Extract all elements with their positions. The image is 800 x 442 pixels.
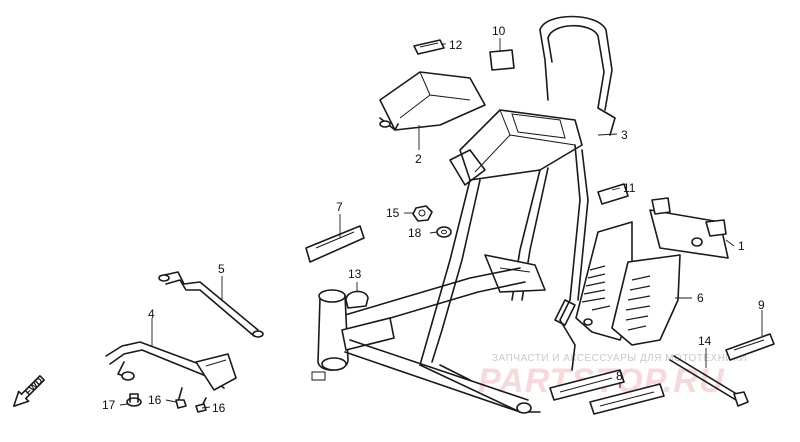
label-part-17: 17 [102, 398, 116, 412]
part-4-footrest [105, 341, 237, 391]
label-part-11: 11 [623, 181, 636, 195]
label-part-16b: 16 [212, 401, 226, 415]
label-part-12: 12 [449, 38, 463, 52]
label-part-15: 15 [386, 206, 400, 220]
part-11-sticker [597, 183, 629, 205]
label-part-18: 18 [408, 226, 422, 240]
part-15-nut [412, 205, 433, 222]
main-frame [311, 15, 616, 414]
label-part-1: 1 [738, 239, 745, 253]
label-part-3: 3 [621, 128, 628, 142]
part-18-washer [436, 226, 452, 238]
watermark-caption: ЗАПЧАСТИ И АКСЕССУАРЫ ДЛЯ МОТОТЕХНИКИ [492, 353, 747, 364]
label-part-2: 2 [415, 152, 422, 166]
label-part-10: 10 [492, 24, 506, 38]
part-5-rod [158, 271, 264, 338]
part-1-plate [649, 197, 729, 259]
label-part-5: 5 [218, 262, 225, 276]
label-part-6: 6 [697, 291, 704, 305]
part-13-clip [345, 290, 369, 309]
part-8-strip [549, 369, 665, 415]
part-12-sticker [413, 39, 445, 55]
label-part-9: 9 [758, 298, 765, 312]
part-9-strip [725, 333, 775, 361]
label-part-8: 8 [616, 369, 623, 383]
fwd-indicator: FWD [12, 375, 45, 408]
part-6-louvres [581, 265, 651, 331]
part-6-side-cover [575, 221, 681, 346]
part-16a-bolt [175, 387, 187, 409]
label-part-4: 4 [148, 307, 155, 321]
part-labels: 1 2 3 4 5 6 7 8 9 10 11 12 13 14 15 16 1… [102, 24, 765, 415]
part-16b-bolt [195, 397, 207, 413]
label-part-16a: 16 [148, 393, 162, 407]
part-14-bolt [669, 355, 749, 407]
part-10-sticker [489, 49, 515, 71]
label-part-14: 14 [698, 334, 712, 348]
part-17-bolt [126, 393, 142, 407]
label-part-7: 7 [336, 200, 343, 214]
label-part-13: 13 [348, 267, 362, 281]
part-7-plate [305, 225, 365, 263]
part-2-bracket [379, 71, 486, 131]
leader-lines [119, 38, 763, 409]
